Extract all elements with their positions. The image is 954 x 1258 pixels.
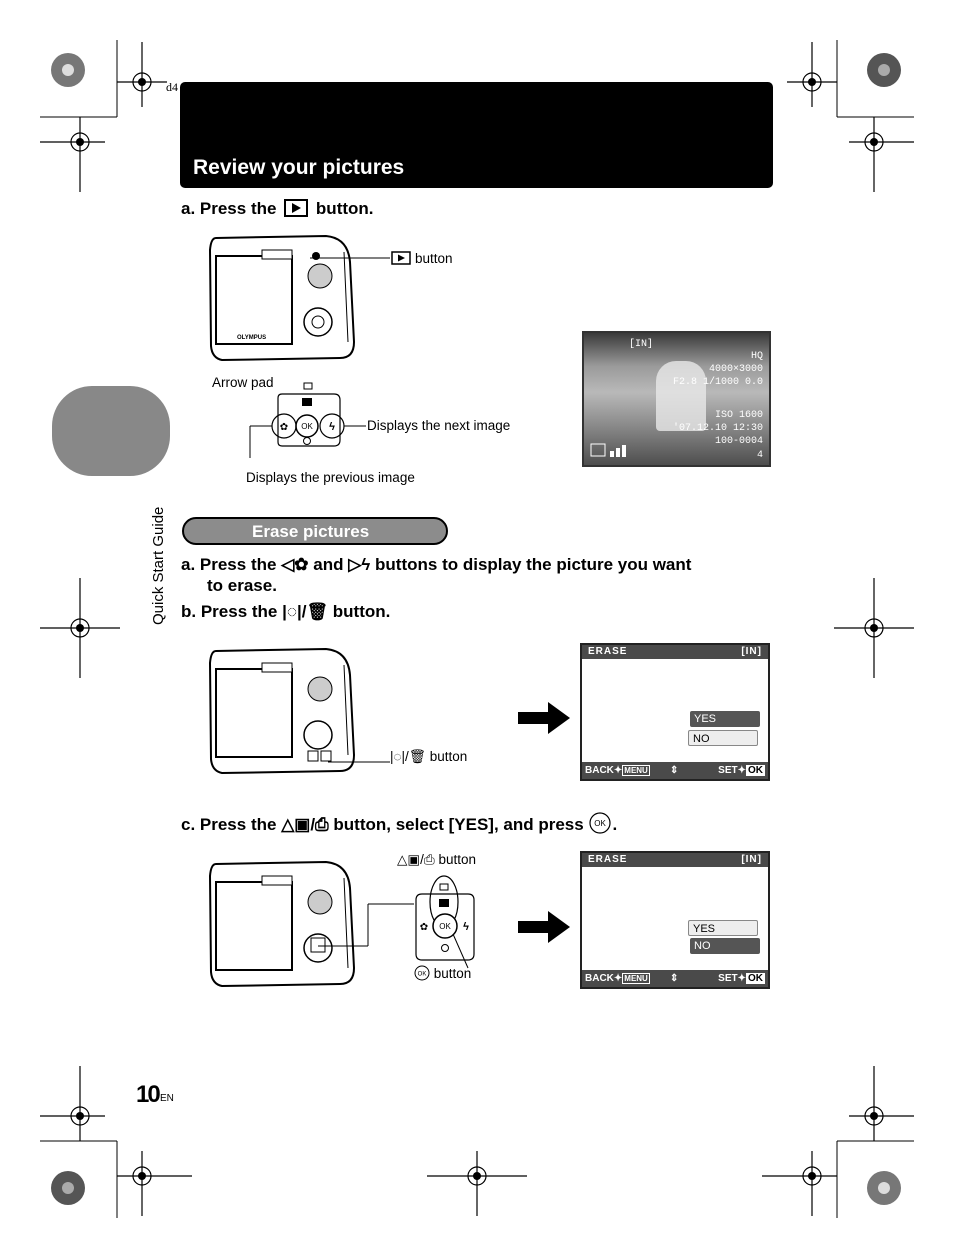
- photo-iso: ISO 1600: [715, 410, 763, 421]
- svg-text:OK: OK: [301, 422, 313, 431]
- up-exposure-print-icon: △▣/⎙: [281, 815, 328, 835]
- erase-screen-1-set[interactable]: SET✦OK: [718, 762, 765, 779]
- svg-text:ϟ: ϟ: [329, 421, 335, 433]
- erase-screen-2-set[interactable]: SET✦OK: [718, 970, 765, 987]
- photo-file: 100-0004: [715, 436, 763, 447]
- page-number: 10: [136, 1081, 159, 1109]
- erase-step-b-prefix: b. Press the: [181, 602, 277, 621]
- callout-line-erase: [328, 758, 390, 766]
- svg-text:✿: ✿: [420, 922, 428, 933]
- play-icon: [284, 199, 308, 217]
- erase-screen-2-memory: [IN]: [741, 853, 762, 867]
- play-icon: [391, 251, 411, 265]
- photo-exposure: F2.8 1/1000 0.0: [673, 377, 763, 388]
- erase-screen-2: ERASE [IN] YES NO BACK✦MENU ⇕ SET✦OK: [580, 851, 770, 989]
- svg-text:✿: ✿: [280, 422, 288, 433]
- review-step-a: a. Press the button.: [181, 199, 374, 219]
- arrow-right-icon: [518, 702, 570, 734]
- erase-screen-1-no[interactable]: NO: [688, 730, 758, 746]
- erase-step-a-line2: to erase.: [207, 576, 277, 596]
- battery-icon: [590, 441, 632, 459]
- next-image-label: Displays the next image: [367, 418, 510, 433]
- erase-screen-1-memory: [IN]: [741, 645, 762, 659]
- erase-step-a: a. Press the ◁✿ and ▷ϟ buttons to displa…: [181, 555, 691, 575]
- page-title: Review your pictures: [193, 156, 404, 180]
- up-exposure-print-icon-small: △▣/⎙: [397, 852, 438, 867]
- erase-screen-1-titlebar: ERASE [IN]: [582, 645, 768, 659]
- camera-illustration-1: [208, 232, 360, 362]
- erase-step-c-middle: button, select [YES], and press: [333, 815, 583, 834]
- up-button-callout: △▣/⎙ button: [397, 852, 476, 868]
- erase-screen-1-yes[interactable]: YES: [690, 711, 760, 727]
- up-button-label: button: [438, 852, 476, 867]
- ok-button-icon-small: OK: [414, 965, 430, 981]
- callout-line-play: [310, 254, 390, 264]
- arrow-right-icon: [518, 911, 570, 943]
- ok-button-label: button: [434, 966, 472, 981]
- photo-frame: 4: [757, 450, 763, 461]
- svg-text:OK: OK: [418, 972, 427, 978]
- svg-text:OK: OK: [595, 819, 607, 828]
- camera-illustration-2: [208, 645, 360, 775]
- erase-screen-2-yes[interactable]: YES: [688, 920, 758, 936]
- erase-screen-1-title: ERASE: [588, 645, 627, 659]
- side-tab: [52, 386, 170, 476]
- ok-button-icon: OK: [588, 811, 612, 835]
- erase-step-c: c. Press the △▣/⎙ button, select [YES], …: [181, 811, 617, 835]
- erase-step-b: b. Press the |◌|/🗑 button.: [181, 602, 390, 622]
- erase-screen-2-footer: BACK✦MENU ⇕ SET✦OK: [582, 970, 768, 987]
- arrow-pad-diagram-2: OK ✿ ϟ: [318, 868, 488, 978]
- erase-step-b-suffix: button.: [333, 602, 391, 621]
- erase-step-c-prefix: c. Press the: [181, 815, 276, 834]
- updown-icon: ⇕: [670, 970, 678, 987]
- erase-screen-1: ERASE [IN] YES NO BACK✦MENU ⇕ SET✦OK: [580, 643, 770, 781]
- updown-icon: ⇕: [670, 762, 678, 779]
- erase-button-callout: |◌|/🗑 button: [390, 749, 467, 765]
- erase-trash-icon: |◌|/🗑: [282, 602, 328, 622]
- left-macro-icon: ◁✿: [281, 555, 308, 575]
- photo-resolution: 4000×3000: [709, 364, 763, 375]
- play-button-label: button: [415, 251, 453, 266]
- erase-screen-2-titlebar: ERASE [IN]: [582, 853, 768, 867]
- erase-screen-2-title: ERASE: [588, 853, 627, 867]
- erase-screen-1-footer: BACK✦MENU ⇕ SET✦OK: [582, 762, 768, 779]
- photo-subject: [656, 361, 706, 431]
- photo-preview: [IN] HQ 4000×3000 F2.8 1/1000 0.0 ISO 16…: [582, 331, 771, 467]
- erase-trash-icon-small: |◌|/🗑: [390, 749, 430, 764]
- erase-screen-2-back[interactable]: BACK✦MENU: [585, 970, 650, 987]
- ok-button-callout: OK button: [414, 965, 471, 981]
- document-id: d4: [166, 80, 178, 95]
- arrow-pad-diagram: OK ✿ ϟ: [248, 380, 368, 460]
- erase-step-a-and: and: [313, 555, 343, 574]
- erase-section-header: Erase pictures: [182, 517, 448, 545]
- photo-memory: [IN]: [629, 339, 653, 350]
- photo-date: '07.12.10 12:30: [673, 423, 763, 434]
- erase-screen-2-no[interactable]: NO: [690, 938, 760, 954]
- erase-section-title: Erase pictures: [252, 522, 369, 542]
- page-header: Review your pictures: [180, 82, 773, 188]
- right-flash-icon: ▷ϟ: [348, 555, 370, 575]
- erase-step-a-prefix: a. Press the: [181, 555, 276, 574]
- erase-screen-1-back[interactable]: BACK✦MENU: [585, 762, 650, 779]
- review-step-a-prefix: a. Press the: [181, 199, 276, 218]
- previous-image-label: Displays the previous image: [246, 470, 415, 485]
- erase-step-c-end: .: [612, 815, 617, 834]
- page-language: EN: [160, 1093, 174, 1104]
- erase-button-label: button: [430, 749, 468, 764]
- review-step-a-suffix: button.: [316, 199, 374, 218]
- photo-quality: HQ: [751, 351, 763, 362]
- camera-brand: OLYMPUS: [237, 335, 266, 341]
- side-label: Quick Start Guide: [150, 507, 167, 625]
- svg-text:OK: OK: [439, 922, 451, 931]
- svg-text:ϟ: ϟ: [463, 921, 469, 933]
- erase-step-a-suffix: buttons to display the picture you want: [375, 555, 691, 574]
